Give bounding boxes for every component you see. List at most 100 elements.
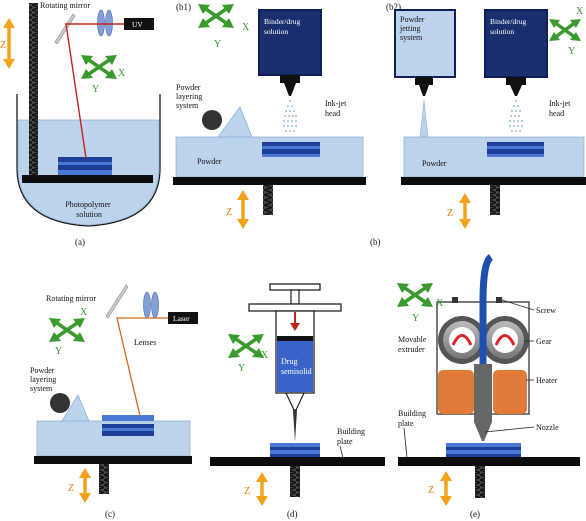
uv-label: UV	[132, 20, 143, 29]
xy-axis-arrow	[549, 19, 581, 41]
mirror-label: Rotating mirror	[40, 1, 90, 10]
xy-axis-arrow	[198, 4, 234, 28]
plate-label-line1: Building	[398, 409, 426, 418]
printhead-nozzle	[284, 83, 296, 96]
syringe-needle	[293, 410, 297, 442]
xy-axis-arrow	[397, 283, 433, 307]
y-axis-label: Y	[92, 84, 99, 95]
screw-label: Screw	[536, 306, 556, 315]
head-label: Ink-jet head	[549, 99, 572, 118]
panel-b1: (b1) X Y Binder/drug solution	[173, 2, 366, 229]
heater-label: Heater	[536, 376, 558, 385]
plate-label-line2: plate	[398, 419, 414, 428]
layering-label-line1: Powder	[176, 83, 201, 92]
jetting-label-line3: system	[400, 33, 423, 42]
caption-a: (a)	[75, 237, 85, 247]
powder-roller	[202, 110, 222, 130]
y-axis-label: Y	[55, 346, 62, 357]
z-axis-arrow	[459, 193, 471, 229]
panel-c: Powder layering system Rotating mirror L…	[30, 284, 198, 519]
xy-axis-arrow	[81, 55, 117, 79]
layering-label: Powder layering system	[30, 366, 58, 393]
solution-label: Photopolymer solution	[65, 200, 112, 219]
laser-source	[168, 312, 198, 324]
x-axis-label: X	[80, 307, 88, 318]
layering-label-line2: layering	[30, 375, 56, 384]
printhead	[280, 75, 300, 83]
resin-vat	[16, 94, 161, 227]
solution-label-line1: Photopolymer	[65, 200, 111, 209]
powder-mound	[61, 394, 90, 422]
tag-b1: (b1)	[176, 2, 191, 12]
building-plate	[210, 457, 385, 466]
powder-label: Powder	[422, 159, 447, 168]
reservoir-label-line2: solution	[490, 27, 514, 36]
z-axis-label: Z	[447, 208, 453, 219]
heater-block	[438, 370, 474, 414]
z-axis-label: Z	[68, 483, 74, 494]
y-axis-label: Y	[568, 46, 575, 57]
reservoir-label-line2: solution	[264, 27, 288, 36]
syringe-plunger-head	[277, 336, 313, 341]
caption-c: (c)	[105, 509, 115, 519]
caption-b: (b)	[370, 237, 381, 247]
gear-icon	[481, 316, 529, 364]
layering-label-line3: system	[176, 101, 199, 110]
build-platform	[22, 175, 153, 183]
z-axis-arrow	[79, 468, 91, 503]
lens	[97, 9, 105, 37]
x-axis-label: X	[436, 298, 444, 309]
binder-droplets	[283, 100, 297, 132]
gear-label: Gear	[536, 337, 552, 346]
build-platform	[173, 177, 366, 185]
printed-part	[270, 443, 320, 457]
syringe-top-cap	[269, 283, 321, 291]
plate-label: Building plate	[398, 409, 428, 428]
caption-e: (e)	[470, 509, 480, 519]
panel-d: Drug semisolid Building plate X Y	[210, 283, 385, 519]
printed-part	[262, 142, 320, 157]
z-axis-label: Z	[226, 207, 232, 218]
plate-label: Building plate	[337, 427, 367, 446]
panel-b2: (b2) Powder jetting system Binder/drug s…	[386, 2, 586, 229]
lenses-label: Lenses	[134, 338, 156, 347]
binder-droplets	[509, 100, 523, 132]
syringe-tip	[285, 392, 305, 411]
uv-source	[124, 18, 154, 30]
building-plate	[398, 457, 580, 466]
lift-screw	[475, 466, 485, 498]
powder-mound	[217, 106, 253, 138]
threaded-rod	[29, 3, 38, 175]
binder-reservoir	[484, 9, 548, 78]
printed-part	[102, 415, 154, 436]
drug-label-line2: semisolid	[281, 367, 312, 376]
tag-b2: (b2)	[386, 2, 401, 12]
lift-screw	[290, 466, 300, 497]
drug-label: Drug semisolid	[281, 357, 312, 376]
nozzle-leader	[484, 426, 535, 433]
y-axis-label: Y	[238, 363, 245, 374]
jetting-nozzle	[419, 85, 429, 96]
x-axis-label: X	[118, 68, 126, 79]
lift-screw	[490, 185, 500, 215]
rotating-mirror	[105, 284, 129, 319]
solution-label-line2: solution	[76, 210, 102, 219]
y-axis-label: Y	[412, 313, 419, 324]
nozzle-label: Nozzle	[536, 423, 559, 432]
screw-leader	[501, 299, 535, 311]
panel-a: Rotating mirror UV Z X Y Photopolymer	[0, 1, 161, 247]
caption-d: (d)	[287, 509, 298, 519]
extruder-label-line1: Movable	[398, 335, 427, 344]
head-label: Ink-jet head	[325, 99, 348, 118]
z-axis-arrow	[3, 18, 15, 69]
x-axis-label: X	[242, 22, 250, 33]
laser-label: Laser	[173, 314, 190, 323]
extruder-label-line2: extruder	[398, 345, 425, 354]
z-axis-label: Z	[0, 40, 6, 51]
x-axis-label: X	[576, 6, 584, 17]
z-axis-label: Z	[244, 486, 250, 497]
lens	[143, 291, 151, 319]
jetting-head	[415, 77, 433, 85]
jetting-label-line1: Powder	[400, 15, 425, 24]
